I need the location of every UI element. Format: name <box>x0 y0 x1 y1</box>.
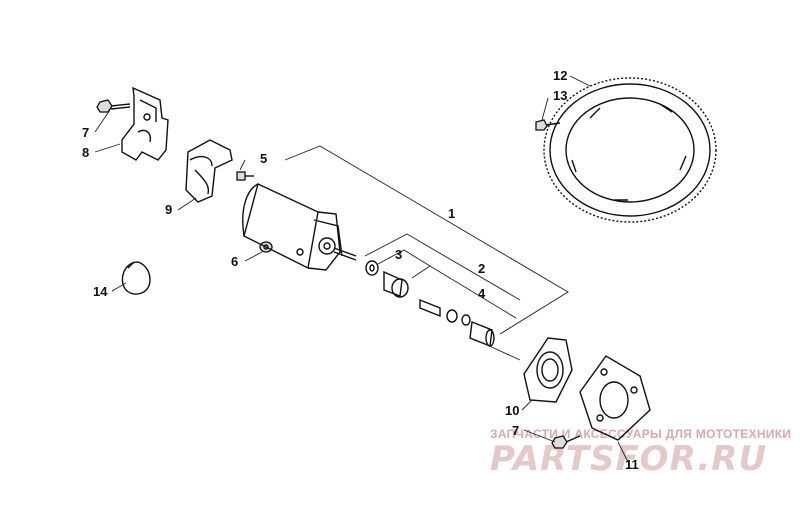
leader-lines <box>94 75 629 463</box>
callout-7-bottom: 7 <box>512 423 519 438</box>
part-5-bolt <box>236 171 254 181</box>
watermark: ЗАПЧАСТИ И АКСЕССУАРЫ ДЛЯ МОТОТЕХНИКИ PA… <box>490 427 791 479</box>
callout-2: 2 <box>478 261 485 276</box>
callout-4: 4 <box>478 286 486 301</box>
callout-7-top: 7 <box>82 125 89 140</box>
part-11-plate <box>579 355 651 441</box>
callout-5: 5 <box>260 151 267 166</box>
callouts: 1 2 3 4 5 6 7 7 8 9 10 11 12 13 14 <box>82 68 639 472</box>
part-8-bracket <box>121 86 169 161</box>
callout-3: 3 <box>395 247 402 262</box>
callout-10: 10 <box>505 403 519 418</box>
part-7-bolt-bottom <box>551 435 581 449</box>
callout-6: 6 <box>231 254 238 269</box>
part-13-bolt <box>535 119 561 131</box>
part-14-snap-ring <box>121 261 151 295</box>
callout-1: 1 <box>448 206 455 221</box>
callout-14: 14 <box>93 284 108 299</box>
callout-11: 11 <box>625 457 639 472</box>
callout-9: 9 <box>165 202 172 217</box>
part-7-bolt-top <box>96 99 131 113</box>
starter-motor <box>242 183 357 271</box>
part-10-housing <box>523 337 573 403</box>
callout-12: 12 <box>553 68 567 83</box>
part-12-ring-gear <box>543 77 717 223</box>
callout-8: 8 <box>82 145 89 160</box>
part-9-clamp <box>185 139 233 203</box>
watermark-subtitle: ЗАПЧАСТИ И АКСЕССУАРЫ ДЛЯ МОТОТЕХНИКИ <box>490 427 791 441</box>
callout-13: 13 <box>553 88 567 103</box>
watermark-brand: PARTSFOR.RU <box>490 439 767 479</box>
